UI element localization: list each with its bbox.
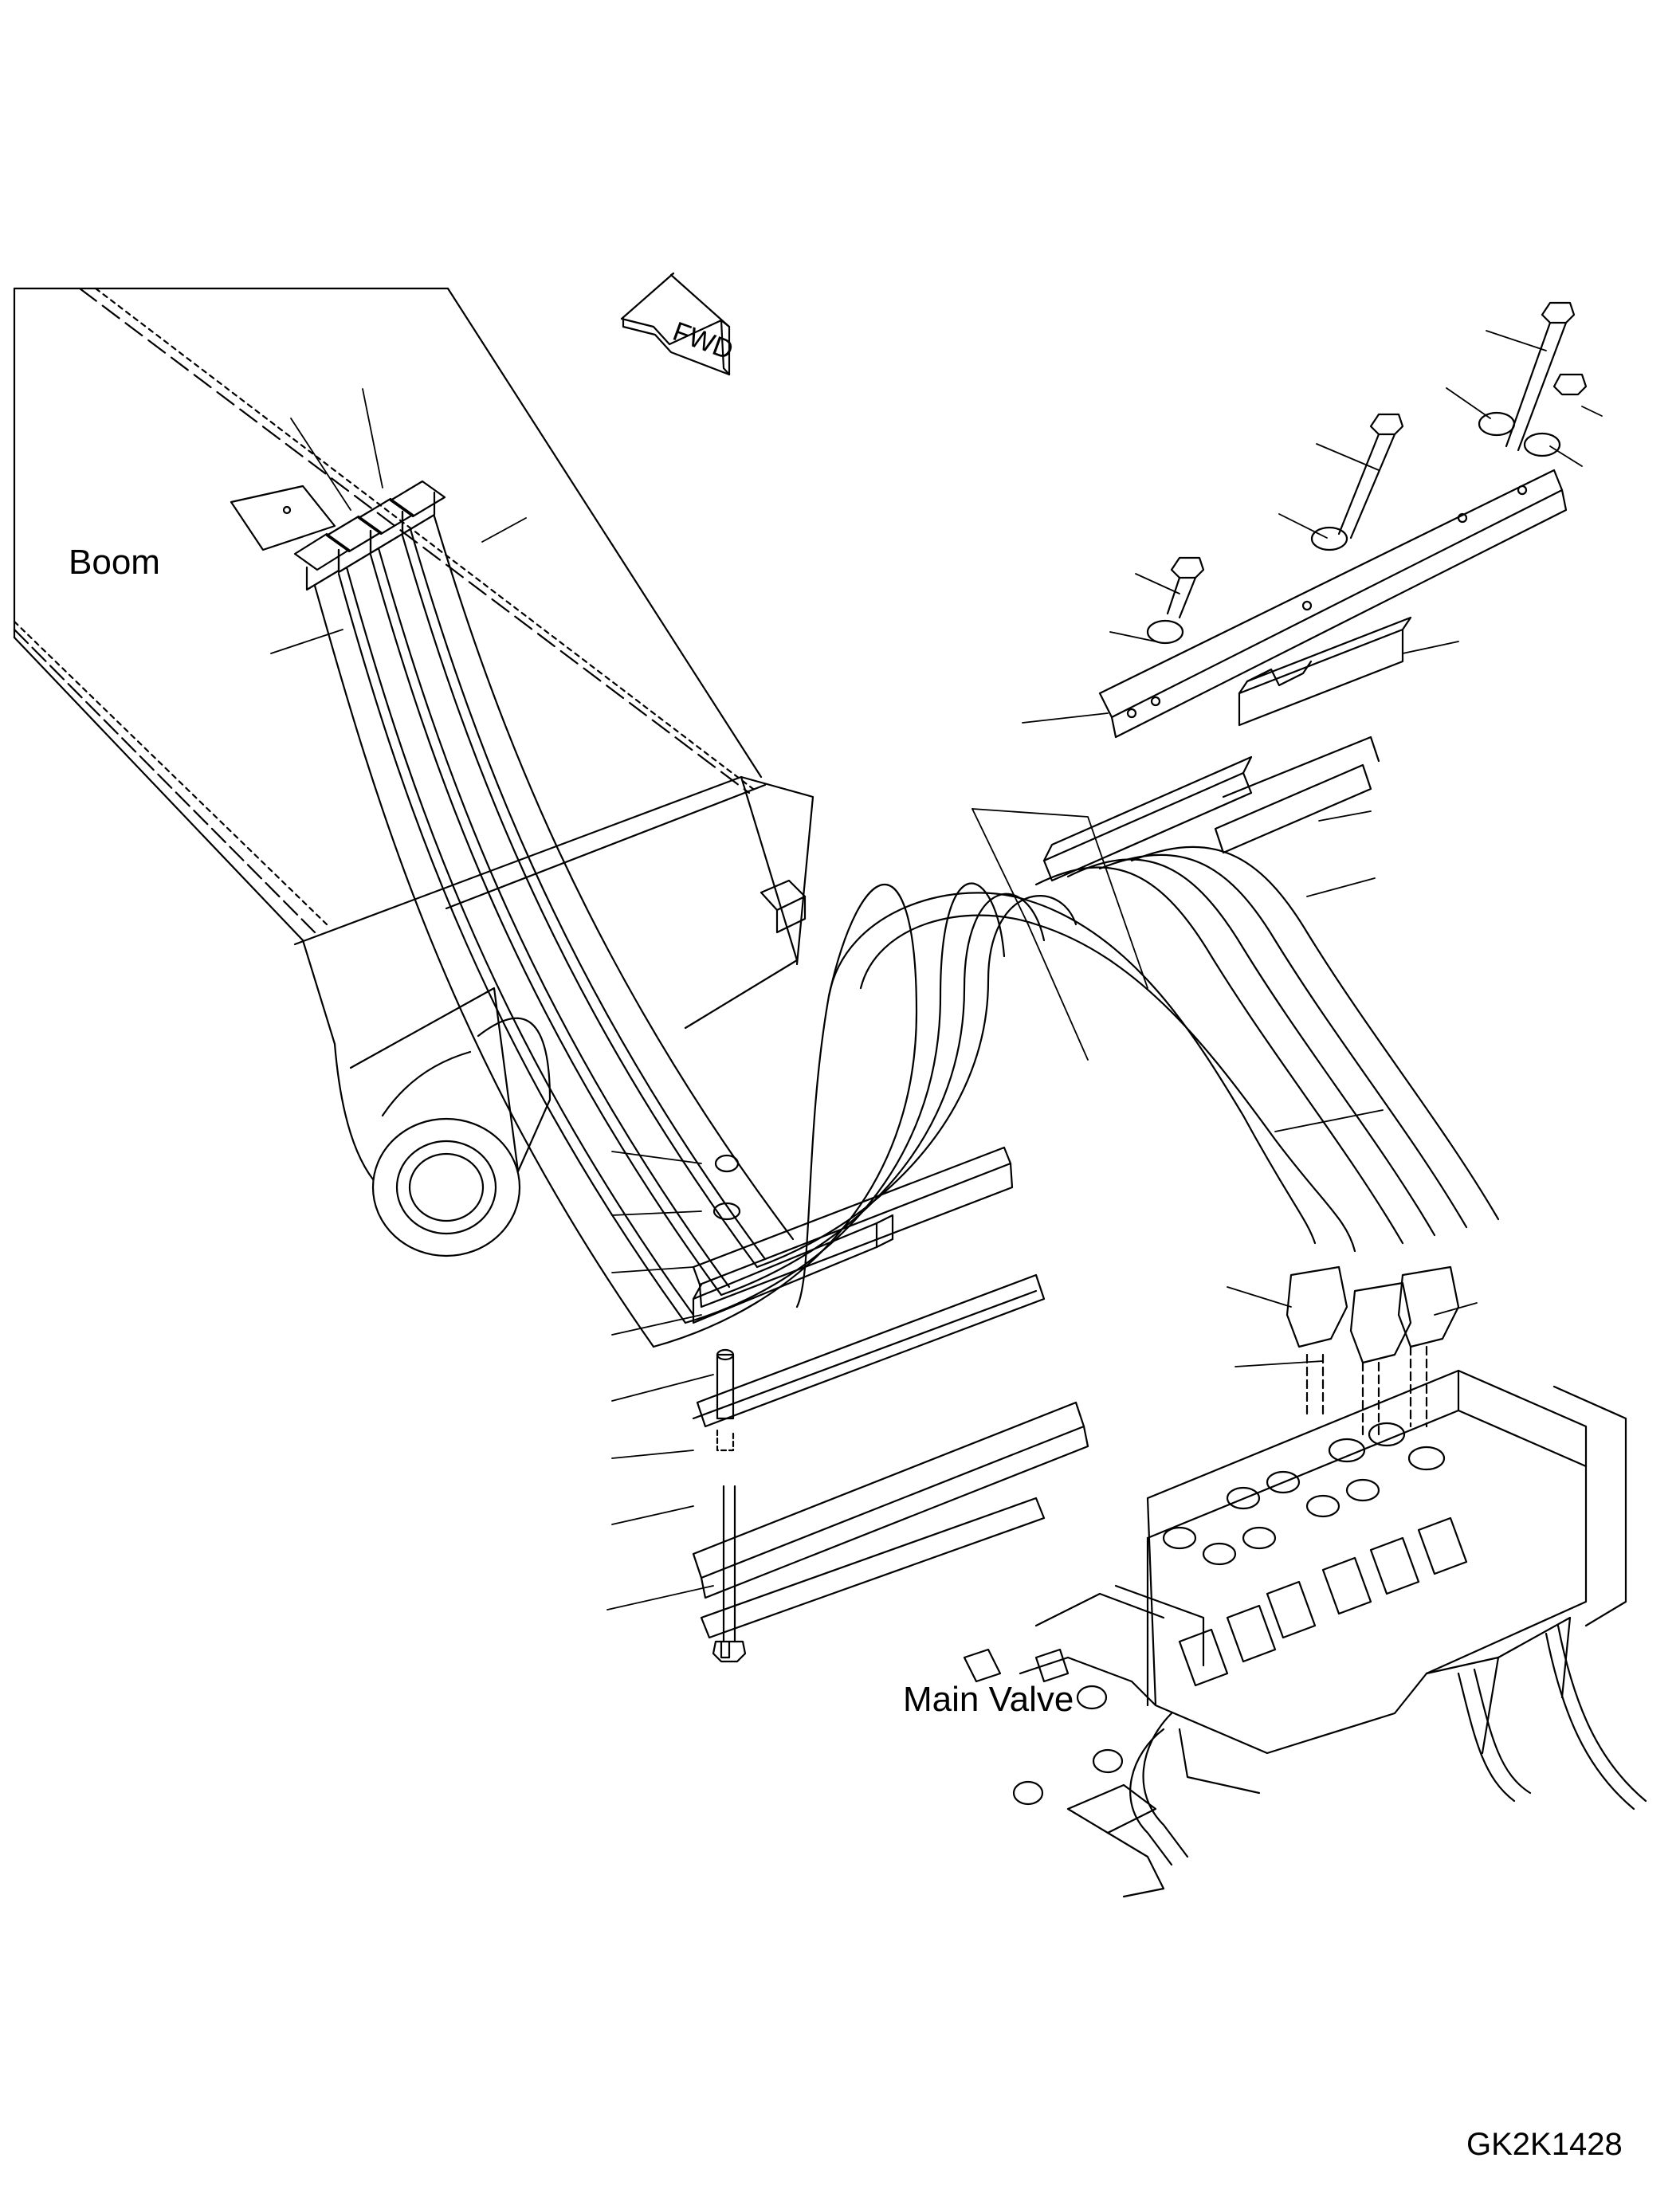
pivot-boss [371, 1117, 521, 1257]
hose-loop [652, 845, 1500, 1348]
lower-hose-fittings [1286, 1265, 1460, 1436]
boom-label: Boom [69, 543, 160, 582]
boom-structure [13, 287, 814, 1257]
boom-hoses [293, 480, 795, 1348]
upper-clamp-assembly [1042, 301, 1588, 882]
main-valve-body [963, 1369, 1647, 1898]
hose-end-fittings [293, 480, 446, 591]
upper-bolts [1146, 301, 1588, 645]
lower-clamp-stack [692, 1146, 1089, 1663]
main-valve-label: Main Valve [903, 1680, 1074, 1719]
drawing-code: GK2K1428 [1466, 2127, 1623, 2162]
fwd-arrow: FWD [620, 272, 737, 376]
valve-spools [963, 1422, 1468, 1806]
leader-lines [270, 330, 1603, 1610]
